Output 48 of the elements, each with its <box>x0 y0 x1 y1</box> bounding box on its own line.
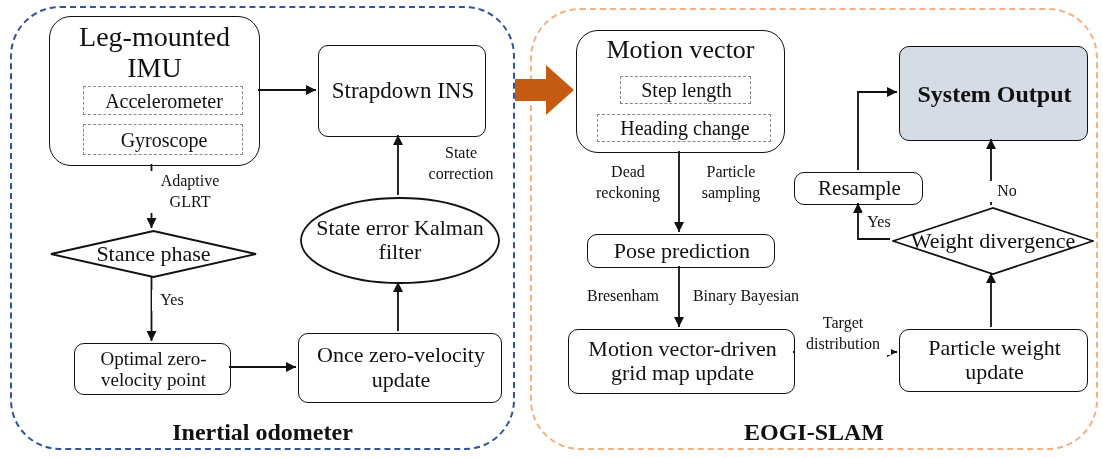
output-box <box>899 46 1088 141</box>
node-label: Gyroscope <box>119 128 209 151</box>
arrow <box>257 85 317 95</box>
arrow <box>674 150 684 233</box>
arrow <box>674 265 684 328</box>
node-label: Particle weight update <box>927 335 1062 386</box>
group-title: EOGI-SLAM <box>744 419 884 446</box>
node-label: State error Kalman filter <box>315 215 485 266</box>
process-box <box>298 333 502 403</box>
node-label: Accelerometer <box>104 89 224 112</box>
process-box <box>74 343 231 395</box>
component-box <box>83 124 243 155</box>
process-box <box>318 45 486 137</box>
component-box <box>597 114 771 142</box>
decision-diamond <box>892 207 1094 275</box>
block-arrow <box>515 65 574 115</box>
node-label: Strapdown INS <box>330 78 476 104</box>
node-label: Heading change <box>619 116 751 140</box>
node-label: Stance phase <box>95 241 212 267</box>
process-box <box>568 329 795 394</box>
node-label: Weight divergence <box>909 228 1077 254</box>
arrow <box>393 134 403 196</box>
node-label: Optimal zero-velocity point <box>99 347 208 391</box>
arrow <box>857 87 898 171</box>
process-box <box>794 172 923 205</box>
arrow <box>393 281 403 332</box>
node-label: Pose prediction <box>612 238 752 264</box>
node-label: Leg-mounted IMU <box>78 21 231 84</box>
node-label: Once zero-velocity update <box>316 343 486 393</box>
node-label: Motion vector <box>605 35 756 65</box>
group-title: Inertial odometer <box>172 419 353 446</box>
component-box <box>620 76 751 104</box>
decision-diamond <box>50 230 257 278</box>
process-box <box>49 16 260 166</box>
group-frame <box>10 6 515 450</box>
process-box <box>576 30 785 153</box>
component-box <box>83 86 243 115</box>
arrow <box>986 272 996 328</box>
node-label: Step length <box>640 78 733 102</box>
node-label: Resample <box>817 176 902 201</box>
node-label: Motion vector-driven grid map update <box>587 336 778 387</box>
process-ellipse <box>300 197 500 284</box>
arrow <box>853 202 891 240</box>
node-label: System Output <box>916 80 1073 107</box>
arrow <box>146 275 157 342</box>
process-box <box>587 234 775 268</box>
process-box <box>899 329 1088 392</box>
arrow <box>228 362 297 372</box>
